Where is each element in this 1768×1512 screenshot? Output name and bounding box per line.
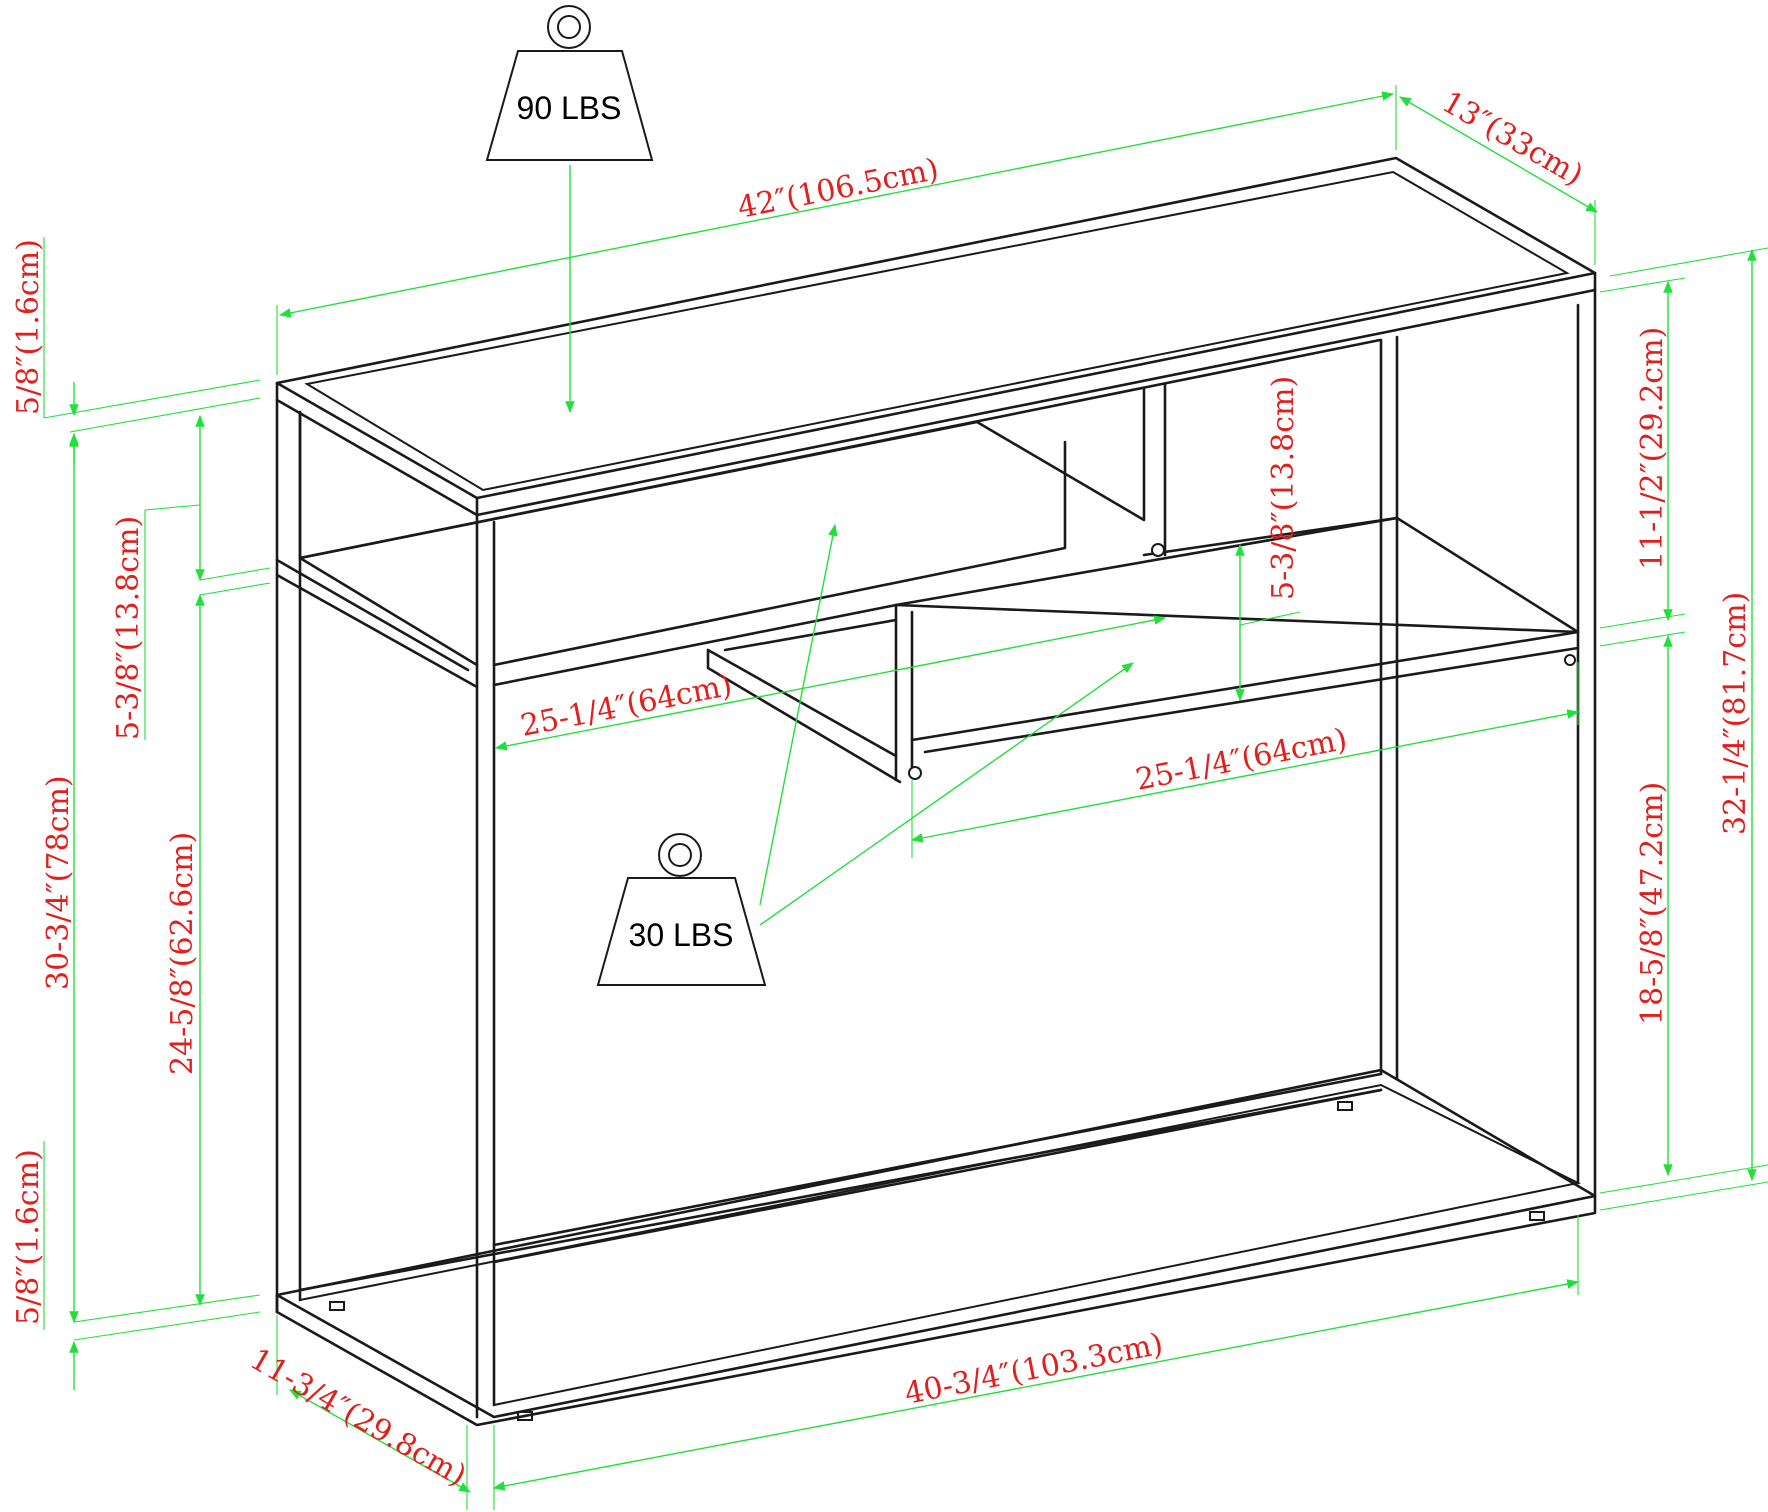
dim-lower-right: 18-5/8″(47.2cm)	[1635, 782, 1670, 1025]
dim-top-depth: 13″(33cm)	[1436, 85, 1589, 193]
dim-base-width: 40-3/4″(103.3cm)	[902, 1327, 1166, 1412]
screw-icon	[1564, 654, 1576, 666]
screw-icon	[908, 766, 922, 780]
dim-top-thickness-left: 5/8″(1.6cm)	[11, 239, 46, 415]
dimension-lines	[43, 85, 1768, 1510]
top-weight-label: 90 LBS	[517, 90, 622, 126]
dim-upper-gap-left: 5-3/8″(13.8cm)	[111, 516, 146, 740]
dim-base-depth: 11-3/4″(29.8cm)	[244, 1342, 472, 1494]
dim-bottom-thickness-left: 5/8″(1.6cm)	[11, 1149, 46, 1325]
dim-lower-opening-left: 24-5/8″(62.6cm)	[165, 832, 200, 1075]
dim-shelf-gap-center: 5-3/8″(13.8cm)	[1266, 376, 1301, 600]
weight-icon-shelf: 30 LBS	[596, 833, 767, 986]
dim-total-height: 32-1/4″(81.7cm)	[1718, 592, 1753, 835]
shelf-weight-label: 30 LBS	[629, 917, 734, 953]
dim-frame-height-left: 30-3/4″(78cm)	[41, 775, 76, 990]
dim-shelf-width-left: 25-1/4″(64cm)	[518, 668, 735, 744]
dim-shelf-width-right: 25-1/4″(64cm)	[1133, 722, 1350, 798]
table-frame	[275, 156, 1597, 1427]
dim-upper-right: 11-1/2″(29.2cm)	[1635, 327, 1670, 570]
weight-icon-top: 90 LBS	[485, 5, 654, 161]
dim-top-width: 42″(106.5cm)	[735, 152, 942, 226]
screw-icon	[1151, 543, 1165, 557]
